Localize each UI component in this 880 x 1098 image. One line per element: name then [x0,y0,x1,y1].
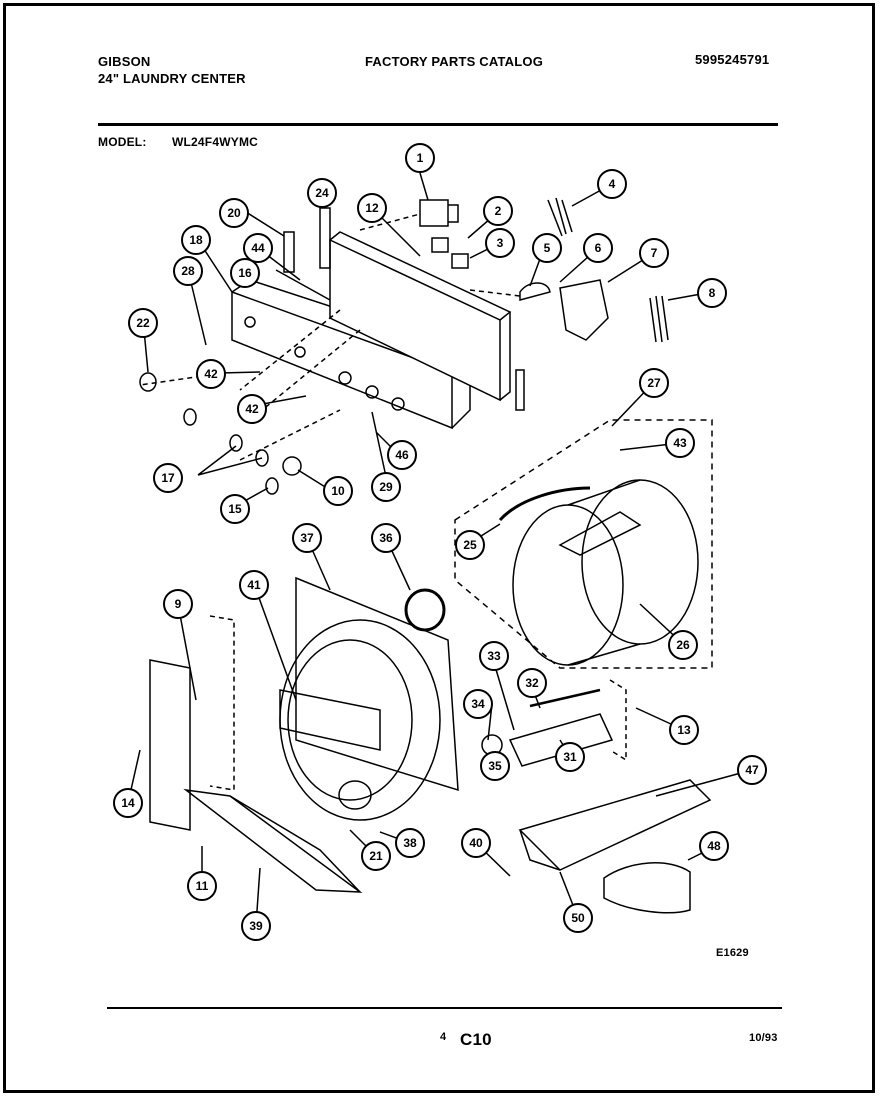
part-callout: 12 [357,193,387,223]
part-callout: 10 [323,476,353,506]
wire-part [529,688,601,708]
bracket-part [283,231,295,273]
product-name: 24" LAUNDRY CENTER [98,71,246,86]
footer-rule [107,1007,782,1009]
brand-name: GIBSON [98,54,151,69]
part-callout: 7 [639,238,669,268]
thermostat-bracket-part [508,713,614,767]
part-callout: 16 [230,258,260,288]
bracket-part [319,207,331,269]
knob-part [139,372,157,392]
revision-date: 10/93 [749,1032,778,1044]
part-callout: 46 [387,440,417,470]
part-callout: 18 [181,225,211,255]
part-callout: 40 [461,828,491,858]
part-callout: 20 [219,198,249,228]
side-bracket-part [149,659,191,831]
seal-ring-part [404,588,446,632]
part-callout: 36 [371,523,401,553]
part-callout: 8 [697,278,727,308]
part-callout: 47 [737,755,767,785]
part-callout: 2 [483,196,513,226]
part-callout: 34 [463,689,493,719]
part-callout: 31 [555,742,585,772]
part-callout: 21 [361,841,391,871]
exhaust-elbow-part [603,862,691,914]
timer-part [419,199,449,227]
header-rule [98,123,778,126]
knob-part [183,408,197,426]
model-label: MODEL: [98,135,147,149]
drum-part [498,479,699,666]
part-callout: 11 [187,871,217,901]
part-callout: 48 [699,831,729,861]
part-callout: 29 [371,472,401,502]
heater-box-part [518,779,712,871]
part-callout: 27 [639,368,669,398]
knob-part [282,456,302,476]
cover-part [559,279,609,341]
part-callout: 28 [173,256,203,286]
bulkhead-part [279,576,459,821]
figure-code: E1629 [716,947,749,959]
wire-harness [649,295,669,343]
knob-part [229,434,243,452]
catalog-title: FACTORY PARTS CATALOG [365,54,544,69]
part-callout: 43 [665,428,695,458]
part-callout: 22 [128,308,158,338]
part-callout: 26 [668,630,698,660]
part-callout: 41 [239,570,269,600]
knob-part [519,282,551,301]
part-callout: 24 [307,178,337,208]
part-callout: 17 [153,463,183,493]
part-callout: 15 [220,494,250,524]
knob-part [265,477,279,495]
part-callout: 50 [563,903,593,933]
part-callout: 42 [196,359,226,389]
part-callout: 13 [669,715,699,745]
part-callout: 3 [485,228,515,258]
section-code: C10 [460,1030,492,1049]
switch-part [451,253,469,269]
part-callout: 5 [532,233,562,263]
part-callout: 35 [480,751,510,781]
part-callout: 32 [517,668,547,698]
model-number: WL24F4WYMC [172,135,258,149]
part-callout: 42 [237,394,267,424]
part-callout: 9 [163,589,193,619]
part-callout: 1 [405,143,435,173]
backsplash-part [329,231,512,402]
catalog-number: 5995245791 [695,52,770,67]
part-callout: 4 [597,169,627,199]
knob-part [255,449,269,467]
bracket-part [515,369,525,411]
part-callout: 38 [395,828,425,858]
wire-harness [547,197,573,237]
part-callout: 39 [241,911,271,941]
part-callout: 33 [479,641,509,671]
part-callout: 37 [292,523,322,553]
part-callout: 25 [455,530,485,560]
part-callout: 14 [113,788,143,818]
part-callout: 6 [583,233,613,263]
part-callout: 44 [243,233,273,263]
switch-part [431,237,449,253]
page-number: 4 [440,1031,447,1043]
page-frame [3,3,875,1093]
